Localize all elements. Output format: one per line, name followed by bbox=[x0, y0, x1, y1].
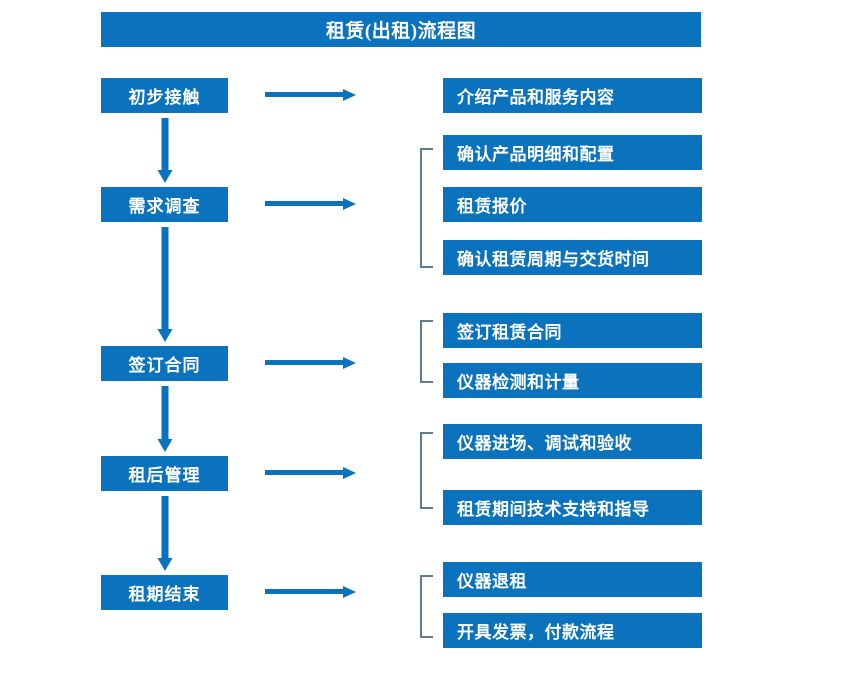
chart-title: 租赁(出租)流程图 bbox=[101, 12, 701, 47]
detail-box-2-3[interactable]: 确认租赁周期与交货时间 bbox=[443, 240, 702, 275]
arrow-down-icon-2 bbox=[156, 227, 174, 343]
stage-box-5[interactable]: 租期结束 bbox=[101, 575, 228, 610]
arrow-right-icon-4 bbox=[265, 466, 357, 480]
detail-box-3-2[interactable]: 仪器检测和计量 bbox=[443, 363, 702, 398]
stage-box-3[interactable]: 签订合同 bbox=[101, 346, 228, 381]
arrow-down-icon-4 bbox=[156, 496, 174, 572]
curly-bracket-icon-3 bbox=[419, 320, 433, 383]
detail-box-2-1[interactable]: 确认产品明细和配置 bbox=[443, 135, 702, 170]
curly-bracket-icon-2 bbox=[419, 148, 433, 268]
curly-bracket-icon-5 bbox=[419, 575, 433, 638]
detail-box-3-1[interactable]: 签订租赁合同 bbox=[443, 313, 702, 348]
detail-box-4-1[interactable]: 仪器进场、调试和验收 bbox=[443, 424, 702, 459]
arrow-right-icon-5 bbox=[265, 585, 357, 599]
detail-box-2-2[interactable]: 租赁报价 bbox=[443, 187, 702, 222]
stage-box-2[interactable]: 需求调查 bbox=[101, 187, 228, 222]
stage-box-4[interactable]: 租后管理 bbox=[101, 456, 228, 491]
stage-box-1[interactable]: 初步接触 bbox=[101, 78, 228, 113]
arrow-right-icon-3 bbox=[265, 356, 357, 370]
arrow-down-icon-1 bbox=[156, 118, 174, 184]
detail-box-4-2[interactable]: 租赁期间技术支持和指导 bbox=[443, 490, 702, 525]
detail-box-5-2[interactable]: 开具发票，付款流程 bbox=[443, 613, 702, 648]
detail-box-5-1[interactable]: 仪器退租 bbox=[443, 562, 702, 597]
arrow-down-icon-3 bbox=[156, 386, 174, 453]
curly-bracket-icon-4 bbox=[419, 432, 433, 509]
arrow-right-icon-2 bbox=[265, 197, 357, 211]
detail-box-1-1[interactable]: 介绍产品和服务内容 bbox=[443, 78, 702, 113]
arrow-right-icon-1 bbox=[265, 88, 357, 102]
